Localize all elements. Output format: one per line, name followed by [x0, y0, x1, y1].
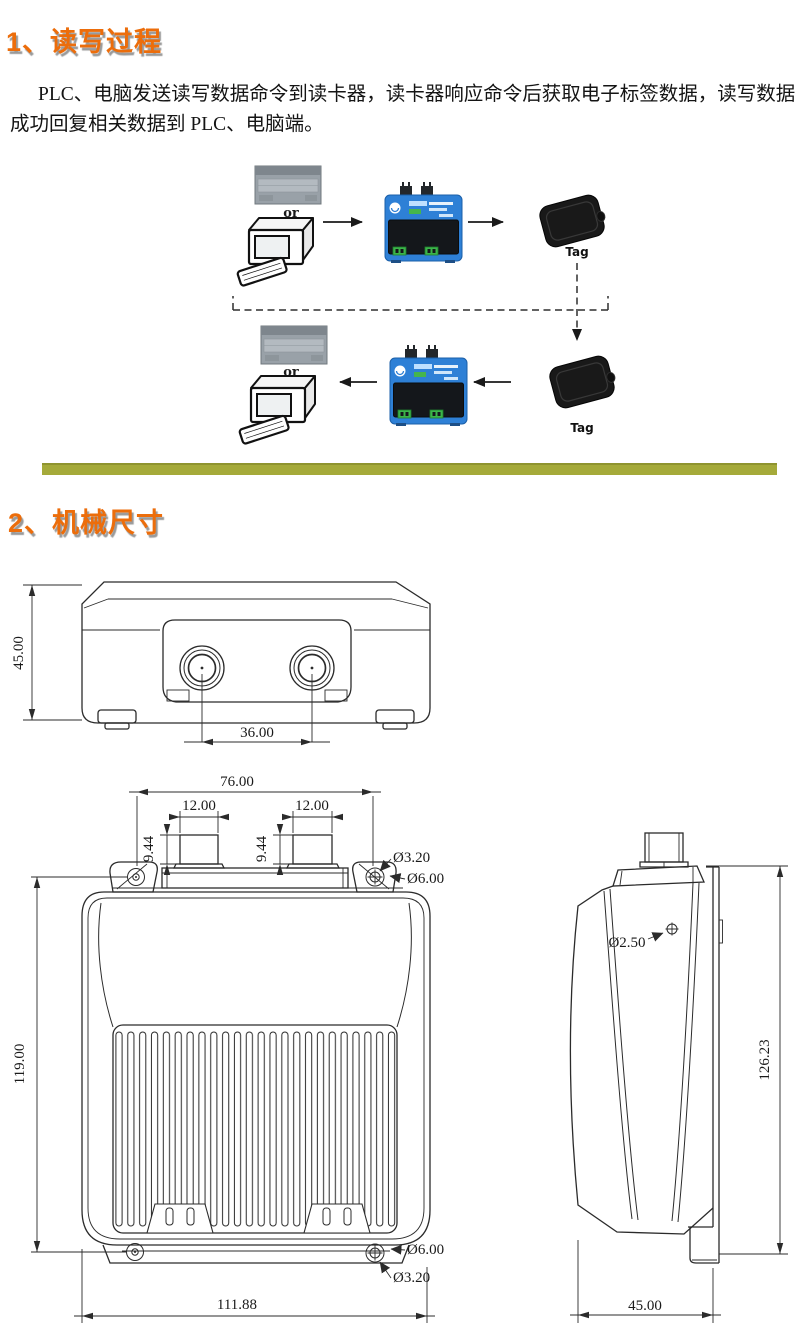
front-view-drawing: 76.00 12.00 12.00 9.44 9.44 Ø	[12, 774, 444, 1323]
computer-icon	[236, 217, 314, 287]
rfid-reader-icon	[384, 182, 463, 263]
tag-label: Tag	[570, 421, 593, 435]
dim-12-right: 12.00	[295, 798, 329, 814]
tag-icon	[539, 194, 606, 248]
dim-d600-bottom: Ø6.00	[407, 1242, 444, 1258]
dimension-944-left: 9.44	[141, 824, 182, 875]
computer-icon	[238, 375, 316, 445]
heatsink-fins	[112, 1024, 398, 1234]
dim-11188: 111.88	[217, 1297, 257, 1313]
callout-hole-side: Ø2.50	[608, 922, 679, 951]
dimension-height: 45.00	[11, 584, 82, 721]
top-view-drawing: 45.00 36.00	[11, 581, 431, 746]
plc-icon	[254, 165, 322, 205]
side-view-outline	[569, 832, 723, 1264]
dim-d320-top: Ø3.20	[393, 850, 430, 866]
dim-45-side: 45.00	[628, 1298, 662, 1314]
rfid-reader-icon	[389, 345, 468, 426]
dimension-119: 119.00	[12, 876, 128, 1253]
dimension-11188: 111.88	[74, 1249, 435, 1323]
section-divider-bar	[42, 463, 777, 475]
plc-icon	[260, 325, 328, 365]
antenna-connectors	[179, 645, 335, 691]
dim-45-top-view: 45.00	[11, 636, 27, 670]
tag-label: Tag	[565, 245, 588, 259]
tag-icon	[549, 355, 616, 409]
dashed-return-path	[232, 263, 609, 341]
dim-119: 119.00	[12, 1044, 28, 1085]
dim-12623: 126.23	[757, 1039, 773, 1080]
dimension-45-side: 45.00	[570, 1240, 721, 1323]
dimension-12-left: 12.00	[169, 798, 229, 833]
dimension-76: 76.00	[129, 774, 381, 866]
dim-76: 76.00	[220, 774, 254, 790]
section1-heading: 1、读写过程	[6, 27, 163, 57]
dim-d250: Ø2.50	[608, 935, 645, 951]
dimension-12-right: 12.00	[282, 798, 343, 833]
dimension-12623: 126.23	[706, 865, 788, 1255]
section2-heading: 2、机械尺寸	[8, 508, 165, 538]
dim-944-right: 9.44	[254, 835, 270, 862]
dim-944-left: 9.44	[141, 835, 157, 862]
section1-paragraph: PLC、电脑发送读写数据命令到读卡器，读卡器响应命令后获取电子标签数据，读写数据…	[10, 84, 796, 135]
callout-hole-top: Ø3.20 Ø6.00	[379, 850, 444, 887]
dim-d320-bottom: Ø3.20	[393, 1270, 430, 1286]
callout-hole-bottom: Ø6.00 Ø3.20	[379, 1242, 444, 1286]
dim-12-left: 12.00	[182, 798, 216, 814]
dimension-944-right: 9.44	[254, 824, 295, 875]
dimension-antenna-spacing: 36.00	[184, 674, 330, 746]
dim-d600-top: Ø6.00	[407, 871, 444, 887]
rw-process-diagram: or	[232, 165, 616, 445]
top-view-outline	[81, 581, 431, 730]
dim-36: 36.00	[240, 725, 274, 741]
side-view-drawing: Ø2.50 126.23 45.00	[569, 832, 788, 1323]
